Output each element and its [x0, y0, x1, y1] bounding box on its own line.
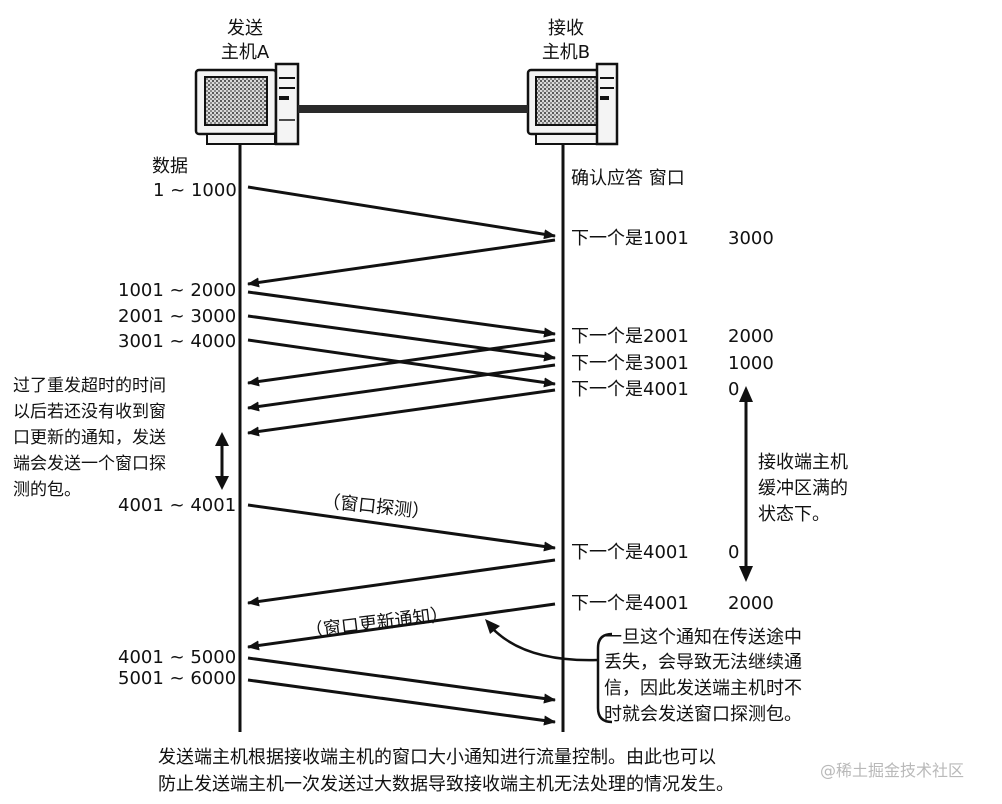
arrow-data-5: [247, 656, 556, 704]
ack-5-window: 0: [728, 542, 739, 563]
data-range-6: 4001 ~ 5000: [118, 647, 236, 668]
ack-6-window: 2000: [728, 593, 774, 614]
caption-line-1: 发送端主机根据接收端主机的窗口大小通知进行流量控制。由此也可以: [158, 747, 716, 768]
ack-4-text: 下一个是4001: [571, 379, 689, 400]
callout-line-3: 信，因此发送端主机时不: [604, 678, 802, 699]
data-header: 数据: [152, 156, 188, 177]
arrow-ack-5: [247, 558, 556, 607]
callout-pointer-arrow: [485, 619, 598, 662]
host-a-label-1: 发送: [227, 18, 263, 39]
data-range-5: 4001 ~ 4001: [118, 495, 236, 516]
arrow-data-3: [247, 314, 556, 362]
data-range-2: 1001 ~ 2000: [118, 280, 236, 301]
data-range-4: 3001 ~ 4000: [118, 331, 236, 352]
left-note-line-2: 以后若还没有收到窗: [13, 402, 166, 422]
ack-1-window: 3000: [728, 228, 774, 249]
network-cable: [298, 105, 528, 113]
arrow-data-6: [247, 678, 556, 726]
host-b-label-2: 主机B: [542, 42, 590, 63]
ack-2-text: 下一个是2001: [571, 326, 689, 347]
left-note-line-5: 测的包。: [13, 480, 81, 500]
data-range-1: 1 ~ 1000: [153, 180, 237, 201]
ack-6-text: 下一个是4001: [571, 593, 689, 614]
computer-b-icon: [526, 62, 619, 146]
host-a-label-2: 主机A: [221, 42, 270, 63]
right-note-line-2: 缓冲区满的: [758, 478, 848, 499]
left-note-line-3: 口更新的通知，发送: [13, 428, 166, 448]
caption-line-2: 防止发送端主机一次发送过大数据导致接收端主机无法处理的情况发生。: [158, 774, 734, 795]
watermark: @稀土掘金技术社区: [820, 761, 964, 780]
arrow-data-2: [247, 290, 556, 338]
window-update-label: （窗口更新通知）: [304, 604, 449, 642]
arrow-probe: [247, 503, 556, 552]
left-double-arrow: [215, 432, 229, 490]
arrow-ack-4: [247, 388, 556, 437]
callout-line-1: 一旦这个通知在传送途中: [604, 627, 802, 648]
arrow-ack-3: [247, 363, 556, 412]
callout-line-4: 时就会发送窗口探测包。: [604, 704, 802, 725]
arrow-ack-2: [247, 338, 556, 387]
ack-5-text: 下一个是4001: [571, 542, 689, 563]
host-b-label-1: 接收: [548, 18, 584, 39]
ack-3-window: 1000: [728, 353, 774, 374]
arrow-window-update: [247, 602, 556, 651]
right-note-line-3: 状态下。: [758, 504, 830, 525]
ack-3-text: 下一个是3001: [571, 353, 689, 374]
data-range-3: 2001 ~ 3000: [118, 306, 236, 327]
computer-a-icon: [194, 62, 300, 146]
ack-4-window: 0: [728, 379, 739, 400]
callout-line-2: 丢失，会导致无法继续通: [604, 652, 802, 673]
data-range-7: 5001 ~ 6000: [118, 668, 236, 689]
left-note-line-1: 过了重发超时的时间: [13, 376, 166, 396]
arrow-ack-1: [247, 238, 556, 288]
left-note-line-4: 端会发送一个窗口探: [13, 454, 166, 474]
arrow-data-1: [247, 185, 556, 240]
ack-1-text: 下一个是1001: [571, 228, 689, 249]
ack-2-window: 2000: [728, 326, 774, 347]
ack-window-header: 确认应答 窗口: [571, 168, 685, 189]
right-note-line-1: 接收端主机: [758, 452, 848, 473]
buffer-full-double-arrow: [739, 386, 753, 582]
callout-bracket: [596, 632, 613, 724]
